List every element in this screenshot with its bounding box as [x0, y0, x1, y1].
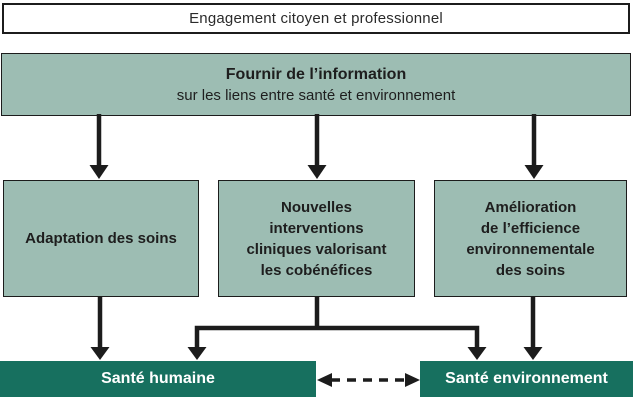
- information-box: Fournir de l’information sur les liens e…: [1, 53, 631, 116]
- connector-interventions-split: [194, 297, 480, 347]
- efficience-label: Amélioration de l’efficience environneme…: [466, 198, 595, 279]
- efficience-box: Amélioration de l’efficience environneme…: [434, 180, 627, 297]
- arrowhead-environnement-mid: [467, 347, 487, 360]
- information-title: Fournir de l’information: [225, 65, 407, 83]
- sante-environnement-box: Santé environnement: [420, 361, 633, 397]
- arrowhead-interventions: [307, 165, 327, 179]
- engagement-label: Engagement citoyen et professionnel: [189, 10, 443, 27]
- sante-humaine-box: Santé humaine: [0, 361, 316, 397]
- interventions-label: Nouvelles interventions cliniques valori…: [246, 198, 387, 279]
- engagement-box: Engagement citoyen et professionnel: [2, 3, 630, 34]
- arrowhead-humaine-left: [90, 347, 110, 360]
- arrowhead-efficience: [524, 165, 544, 179]
- interventions-box: Nouvelles interventions cliniques valori…: [218, 180, 415, 297]
- sante-humaine-label: Santé humaine: [101, 370, 215, 387]
- information-subtitle: sur les liens entre santé et environneme…: [176, 86, 456, 104]
- dashed-double-arrow: [317, 373, 420, 387]
- arrowhead-adaptation: [89, 165, 109, 179]
- arrowhead-environnement-right: [523, 347, 543, 360]
- adaptation-box: Adaptation des soins: [3, 180, 199, 297]
- arrowhead-humaine-mid: [187, 347, 207, 360]
- adaptation-label: Adaptation des soins: [25, 230, 177, 247]
- sante-environnement-label: Santé environnement: [445, 370, 608, 387]
